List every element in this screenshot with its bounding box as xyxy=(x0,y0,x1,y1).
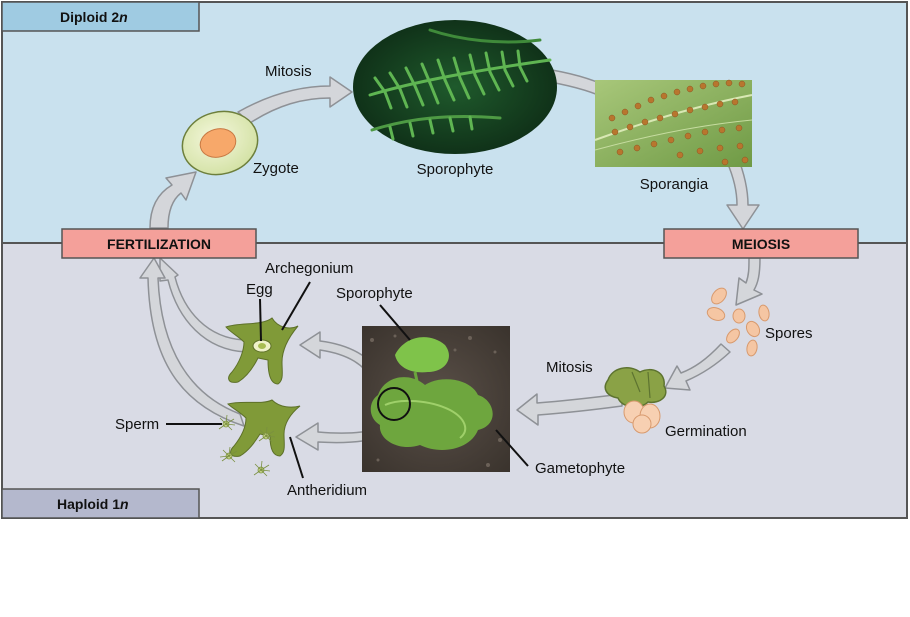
leader-lines xyxy=(166,281,529,479)
diploid-tag-label: Diploid 2n xyxy=(60,9,128,25)
label-zygote: Zygote xyxy=(253,160,299,177)
leader-archegonium xyxy=(281,281,311,331)
arrow-fertilization-to-zygote xyxy=(149,171,197,229)
leader-egg xyxy=(259,298,262,342)
zygote-illustration xyxy=(181,110,259,176)
leader-gametophyte xyxy=(495,429,529,467)
leader-sporophyte-bottom xyxy=(379,304,411,341)
meiosis-label: MEIOSIS xyxy=(732,236,790,252)
label-sperm: Sperm xyxy=(115,416,159,433)
label-germination: Germination xyxy=(665,423,747,440)
diploid-tag xyxy=(1,1,200,32)
haploid-tag xyxy=(1,488,200,519)
gametophyte-photo xyxy=(362,326,510,472)
spores-illustration xyxy=(706,287,770,357)
label-antheridium: Antheridium xyxy=(287,482,367,499)
haploid-tag-label: Haploid 1n xyxy=(57,496,129,512)
leader-antheridium xyxy=(289,436,304,479)
label-sporophyte-top: Sporophyte xyxy=(417,161,494,178)
arrow-spores-to-germination xyxy=(664,343,731,391)
sporangia-image xyxy=(594,79,753,167)
arrow-sporangia-to-meiosis xyxy=(726,154,760,230)
label-sporangia: Sporangia xyxy=(640,176,709,193)
germination-illustration xyxy=(604,367,667,434)
fertilization-label: FERTILIZATION xyxy=(107,236,211,252)
label-gametophyte: Gametophyte xyxy=(535,460,625,477)
fertilization-box xyxy=(61,228,257,259)
label-mitosis-bottom: Mitosis xyxy=(546,359,593,376)
archegonium-illustration xyxy=(225,317,299,385)
sperm-illustration xyxy=(218,414,276,477)
label-spores: Spores xyxy=(765,325,813,342)
label-mitosis-top: Mitosis xyxy=(265,63,312,80)
label-archegonium: Archegonium xyxy=(265,260,353,277)
label-egg: Egg xyxy=(246,281,273,298)
label-sporophyte-bottom: Sporophyte xyxy=(336,285,413,302)
arrow-zygote-to-sporophyte xyxy=(237,76,353,124)
meiosis-box xyxy=(663,228,859,259)
arrow-germination-to-gametophyte xyxy=(516,393,623,426)
antheridium-illustration xyxy=(227,399,301,457)
sporophyte-fern-image xyxy=(353,20,557,154)
arrow-meiosis-to-spores xyxy=(735,257,763,306)
